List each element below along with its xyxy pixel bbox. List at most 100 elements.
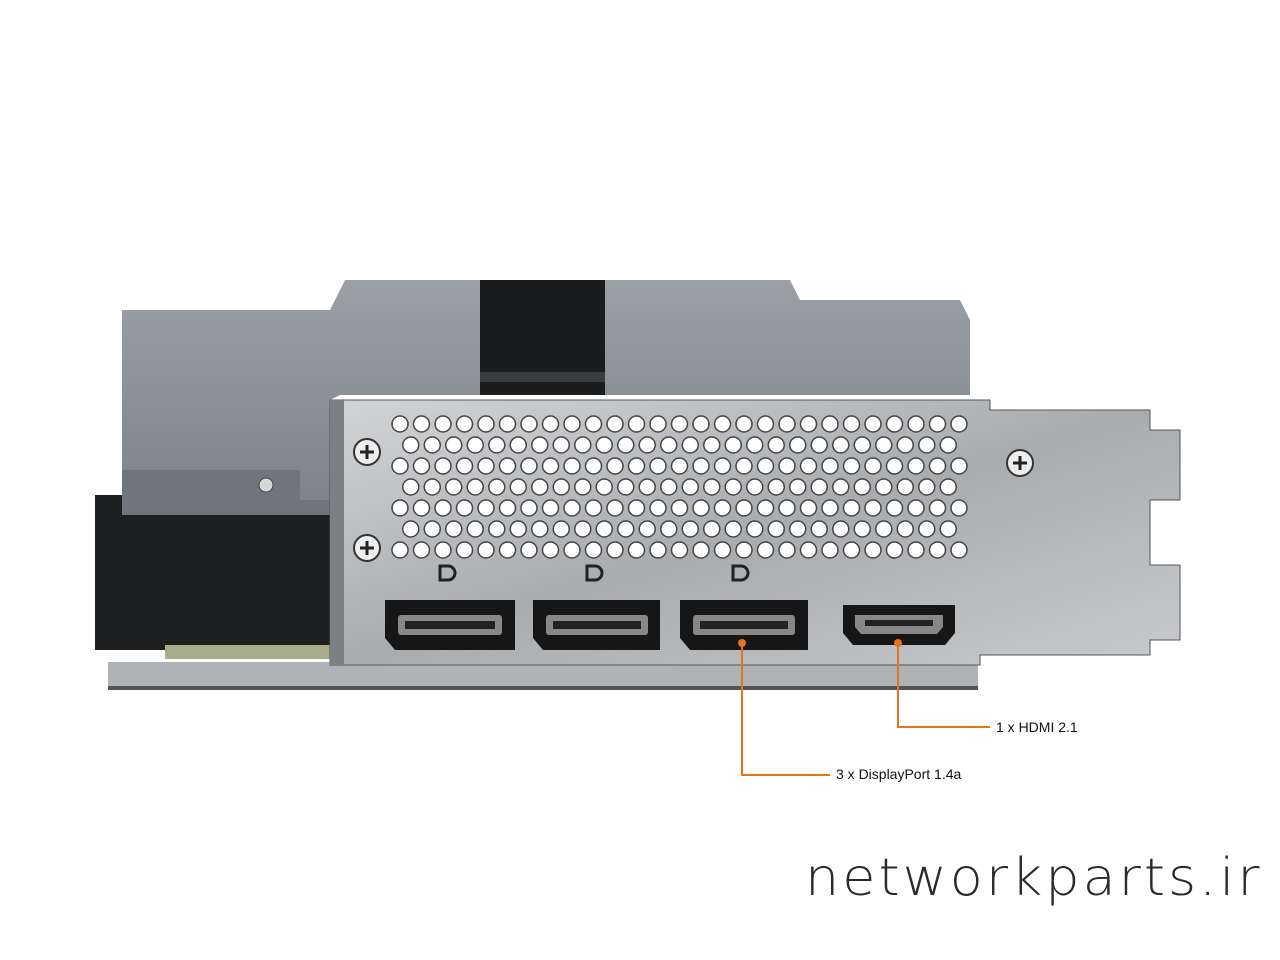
- vent-hole: [778, 457, 796, 475]
- vent-hole: [488, 478, 506, 496]
- vent-hole: [928, 499, 947, 517]
- vent-hole: [574, 520, 592, 538]
- vent-hole: [928, 541, 947, 559]
- vent-hole: [864, 499, 882, 517]
- vent-hole: [455, 457, 474, 475]
- vent-hole: [402, 436, 420, 454]
- vent-hole: [477, 457, 495, 475]
- vent-hole: [950, 457, 968, 475]
- vent-hole: [563, 457, 581, 475]
- vent-hole: [552, 478, 570, 496]
- vent-hole: [638, 478, 656, 496]
- vent-hole: [918, 520, 936, 538]
- vent-hole: [907, 499, 925, 517]
- vent-hole: [907, 415, 925, 433]
- vent-hole: [423, 436, 441, 454]
- displayport-port: [533, 600, 660, 650]
- vent-hole: [434, 415, 452, 433]
- vent-hole: [789, 436, 807, 454]
- vent-hole: [875, 436, 893, 454]
- vent-hole: [541, 457, 560, 475]
- vent-hole: [756, 415, 775, 433]
- vent-hole: [606, 457, 624, 475]
- vent-hole: [810, 520, 828, 538]
- vent-hole: [939, 478, 957, 496]
- vent-hole: [509, 436, 527, 454]
- vent-hole: [692, 499, 710, 517]
- vent-hole: [670, 541, 689, 559]
- vent-hole: [681, 520, 699, 538]
- vent-hole: [864, 541, 882, 559]
- vent-hole: [692, 457, 710, 475]
- vent-hole: [412, 415, 431, 433]
- vent-hole: [896, 436, 914, 454]
- vent-hole: [950, 499, 968, 517]
- vent-hole: [670, 499, 689, 517]
- vent-hole: [563, 415, 581, 433]
- callout-dot: [738, 639, 746, 647]
- vent-hole: [617, 478, 635, 496]
- vent-hole: [627, 415, 646, 433]
- vent-hole: [477, 541, 495, 559]
- vent-hole: [466, 478, 484, 496]
- vent-hole: [703, 478, 721, 496]
- vent-hole: [498, 499, 517, 517]
- vent-hole: [627, 541, 646, 559]
- vent-hole: [875, 520, 893, 538]
- vent-hole: [670, 415, 689, 433]
- vent-hole: [455, 499, 474, 517]
- vent-hole: [939, 436, 957, 454]
- shroud-screw: [258, 477, 274, 493]
- vent-hole: [939, 520, 957, 538]
- vent-hole: [477, 415, 495, 433]
- vent-hole: [713, 415, 732, 433]
- vent-hole: [402, 520, 420, 538]
- bottom-rail: [108, 662, 978, 688]
- vent-hole: [821, 415, 839, 433]
- vent-hole: [541, 541, 560, 559]
- vent-hole: [660, 520, 678, 538]
- vent-hole: [574, 478, 592, 496]
- vent-hole: [638, 520, 656, 538]
- vent-hole: [531, 436, 549, 454]
- vent-hole: [434, 541, 452, 559]
- vent-hole: [681, 436, 699, 454]
- vent-hole: [724, 520, 742, 538]
- vent-hole: [735, 457, 753, 475]
- vent-hole: [692, 415, 710, 433]
- vent-hole: [584, 541, 603, 559]
- vent-hole: [928, 457, 947, 475]
- vent-hole: [606, 415, 624, 433]
- vent-hole: [896, 478, 914, 496]
- vent-hole: [853, 436, 871, 454]
- vent-hole: [875, 478, 893, 496]
- vent-hole: [713, 541, 732, 559]
- vent-hole: [477, 499, 495, 517]
- vent-hole: [412, 499, 431, 517]
- vent-hole: [606, 499, 624, 517]
- vent-hole: [509, 520, 527, 538]
- hdmi-port: [843, 605, 955, 645]
- vent-hole: [821, 541, 839, 559]
- displayport-port: [385, 600, 515, 650]
- vent-hole: [853, 520, 871, 538]
- vent-hole: [821, 499, 839, 517]
- vent-hole: [832, 478, 850, 496]
- vent-hole: [617, 520, 635, 538]
- vent-hole: [735, 415, 753, 433]
- vent-hole: [402, 478, 420, 496]
- vent-holes: [391, 415, 968, 559]
- vent-hole: [724, 478, 742, 496]
- vent-hole: [434, 457, 452, 475]
- vent-hole: [649, 457, 667, 475]
- hdmi-callout-label: 1 x HDMI 2.1: [996, 719, 1078, 735]
- vent-hole: [724, 436, 742, 454]
- vent-hole: [735, 499, 753, 517]
- vent-hole: [799, 541, 818, 559]
- vent-hole: [789, 478, 807, 496]
- callout-lines: [741, 643, 990, 776]
- vent-hole: [799, 457, 818, 475]
- vent-hole: [746, 436, 764, 454]
- vent-hole: [767, 436, 785, 454]
- vent-hole: [885, 415, 904, 433]
